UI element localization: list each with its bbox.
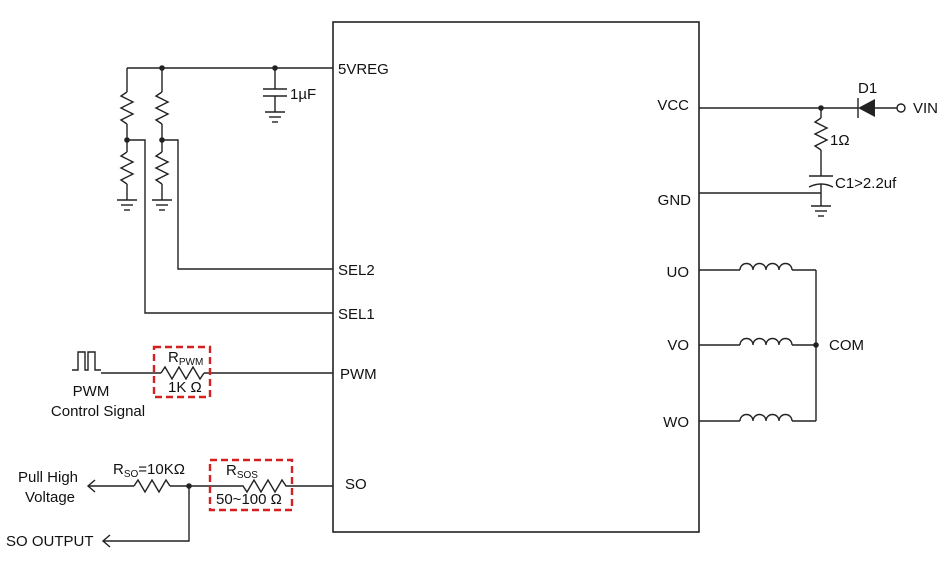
pull-high-arrow-icon (86, 479, 96, 493)
ground-icon (152, 199, 172, 211)
ground-icon (265, 111, 285, 123)
pin-pwm-label: PWM (340, 366, 377, 383)
so-output-label: SO OUTPUT (6, 533, 94, 550)
vreg-rail (127, 65, 333, 71)
pin-5vreg-label: 5VREG (338, 61, 389, 78)
vcc-capacitor (699, 175, 834, 206)
sel2-divider (154, 68, 333, 270)
pin-gnd-label: GND (658, 192, 692, 209)
rsos-label: RSOS (226, 462, 258, 481)
pin-uo-label: UO (667, 264, 690, 281)
ground-icon (117, 199, 137, 211)
pwm-signal-label-1: PWM (73, 383, 110, 400)
pull-high-label-2: Voltage (25, 489, 75, 506)
rpwm-highlight-box (152, 345, 212, 399)
pin-wo-label: WO (663, 414, 689, 431)
pin-sel1-label: SEL1 (338, 306, 375, 323)
motor-coil-vo (699, 337, 816, 346)
sel1-divider (119, 68, 333, 314)
vin-label: VIN (913, 100, 938, 117)
vreg-capacitor (263, 68, 287, 112)
vreg-cap-label: 1µF (290, 86, 316, 103)
rpwm-label: RPWM (168, 349, 203, 368)
so-output-arrow-icon (101, 534, 111, 548)
ic-body (332, 21, 700, 533)
pull-high-label-1: Pull High (18, 469, 78, 486)
vcc-cap-label: C1>2.2uf (835, 175, 897, 192)
vcc-resistor-label: 1Ω (830, 132, 850, 149)
pin-vcc-label: VCC (657, 97, 689, 114)
pin-vo-label: VO (667, 337, 689, 354)
rso-label: RSO=10KΩ (113, 461, 185, 480)
vcc-resistor (813, 108, 829, 176)
com-node (813, 270, 819, 421)
com-label: COM (829, 337, 864, 354)
pin-so-label: SO (345, 476, 367, 493)
pwm-pulse-icon (72, 351, 101, 371)
rsos-value: 50~100 Ω (216, 491, 282, 508)
motor-coil-wo (699, 413, 816, 422)
rpwm-value: 1K Ω (168, 379, 202, 396)
vcc-wire (699, 105, 858, 111)
pwm-signal-label-2: Control Signal (51, 403, 145, 420)
ground-icon (811, 205, 831, 217)
motor-coil-uo (699, 262, 816, 271)
pin-sel2-label: SEL2 (338, 262, 375, 279)
pwm-resistor (101, 365, 333, 381)
diode-label: D1 (858, 80, 877, 97)
diode-icon (857, 98, 906, 118)
so-network (88, 478, 333, 542)
